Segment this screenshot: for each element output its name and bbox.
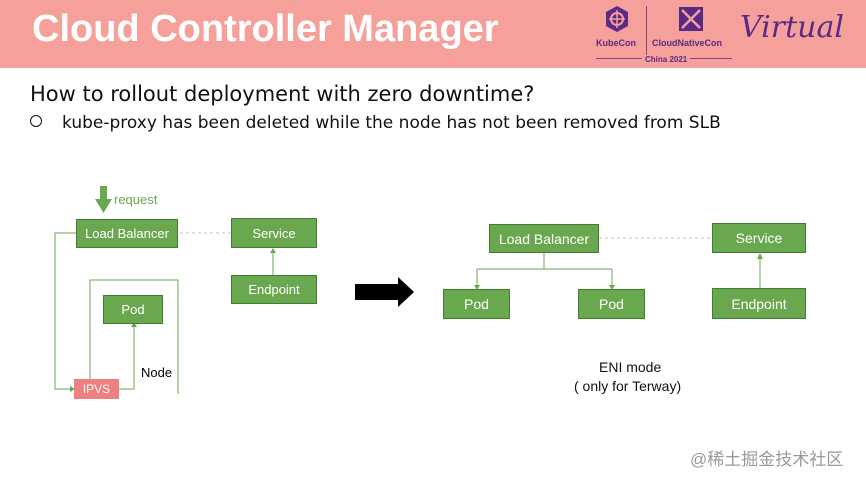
event-logos: KubeCon CloudNativeCon China 2021 Virtua… bbox=[590, 0, 866, 68]
watermark: @稀土掘金技术社区 bbox=[690, 450, 844, 469]
cloudnativecon-logo-icon bbox=[679, 7, 703, 31]
request-label: request bbox=[114, 192, 158, 207]
ipvs-box: IPVS bbox=[74, 379, 119, 399]
logo-divider bbox=[646, 6, 647, 60]
left-service-box: Service bbox=[231, 218, 317, 248]
bullet-text: kube-proxy has been deleted while the no… bbox=[62, 113, 721, 133]
node-boundary bbox=[89, 279, 179, 394]
question-heading: How to rollout deployment with zero down… bbox=[30, 82, 535, 106]
left-load-balancer-box: Load Balancer bbox=[76, 219, 178, 248]
virtual-logo: Virtual bbox=[740, 10, 844, 45]
bullet-circle-icon bbox=[30, 115, 42, 127]
eni-mode-note: ( only for Terway) bbox=[574, 378, 682, 394]
node-label: Node bbox=[141, 365, 173, 380]
right-load-balancer-box: Load Balancer bbox=[489, 224, 599, 253]
ipvs-pod-path bbox=[119, 326, 135, 390]
right-pod-box-2: Pod bbox=[578, 289, 645, 319]
transition-arrow-icon bbox=[355, 277, 414, 307]
right-pod-box-1: Pod bbox=[443, 289, 510, 319]
right-endpoint-box: Endpoint bbox=[712, 288, 806, 319]
header-banner: Cloud Controller Manager KubeCon CloudNa… bbox=[0, 0, 866, 68]
lb-ipvs-path bbox=[54, 232, 76, 390]
cloudnativecon-label: CloudNativeCon bbox=[652, 38, 723, 48]
left-pod-box: Pod bbox=[103, 295, 163, 324]
page-title: Cloud Controller Manager bbox=[32, 8, 499, 50]
request-arrow-head bbox=[95, 199, 112, 213]
right-service-box: Service bbox=[712, 223, 806, 253]
event-name: China 2021 bbox=[642, 55, 691, 64]
eni-mode-label: ENI mode bbox=[599, 359, 662, 375]
kubecon-label: KubeCon bbox=[596, 38, 636, 48]
left-endpoint-box: Endpoint bbox=[231, 275, 317, 304]
kubecon-logo-icon bbox=[606, 6, 628, 32]
bullet-point: kube-proxy has been deleted while the no… bbox=[30, 113, 721, 133]
request-arrow-shaft bbox=[100, 186, 107, 200]
